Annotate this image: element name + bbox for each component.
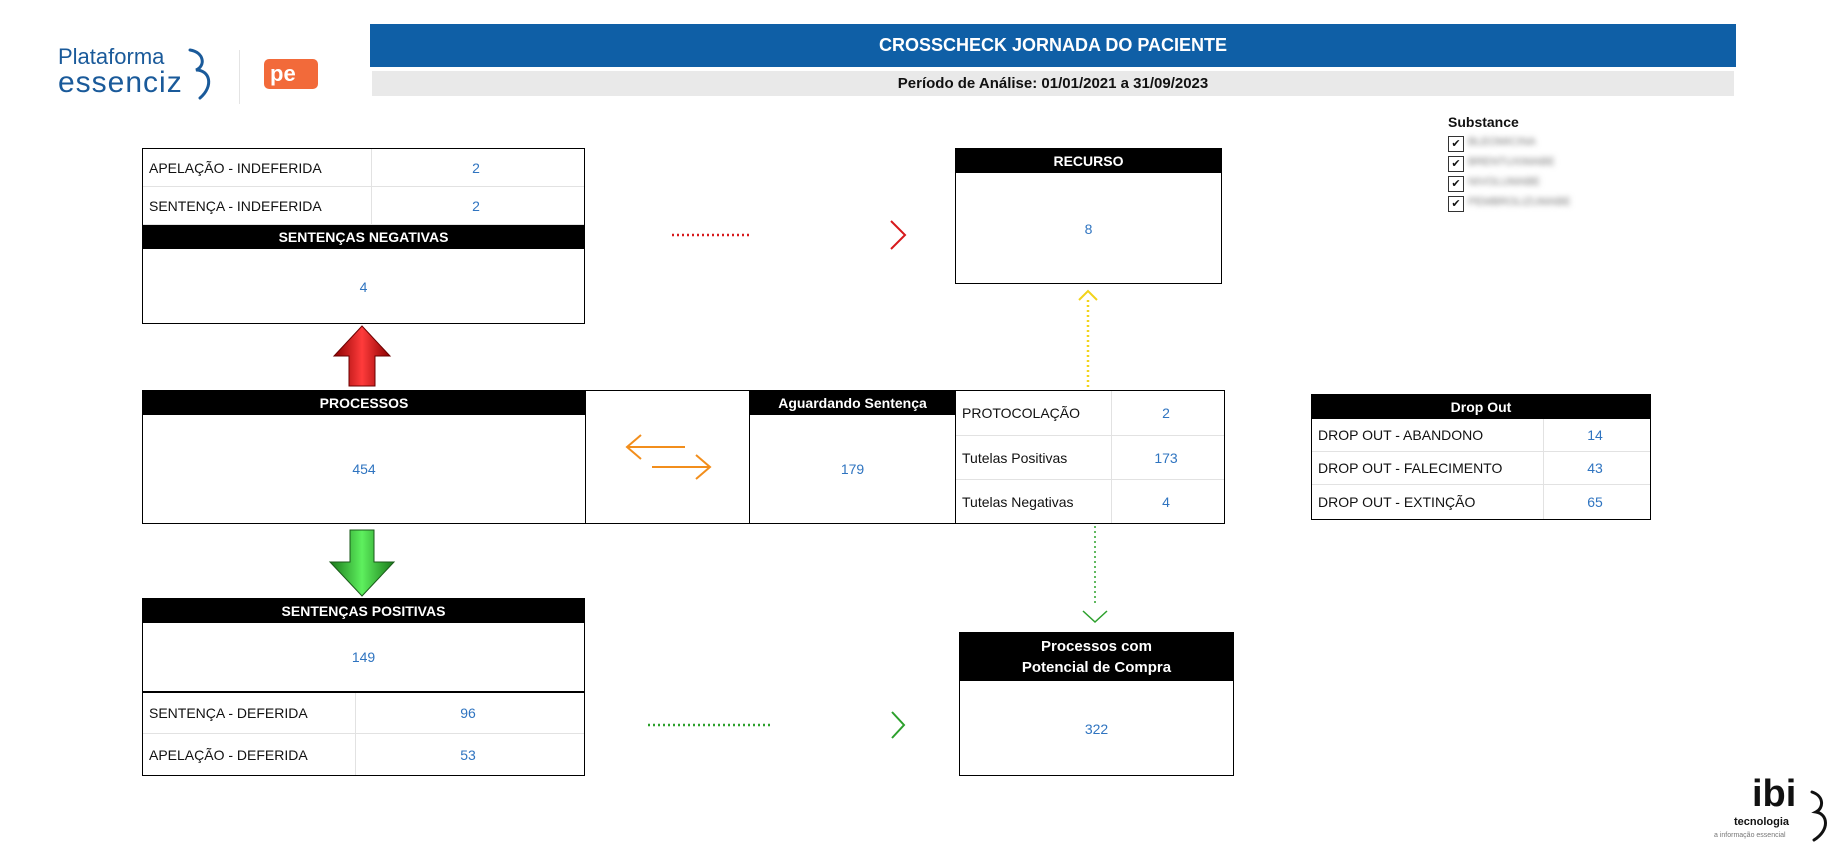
- column-divider: [1111, 391, 1112, 523]
- row-label: DROP OUT - FALECIMENTO: [1318, 460, 1503, 476]
- red-dotted-arrow-icon: [672, 220, 907, 250]
- row-value: 173: [1154, 449, 1178, 466]
- yellow-dotted-arrow-icon: [1078, 289, 1098, 388]
- positive-rulings-panel: SENTENÇAS POSITIVAS 149 SENTENÇA - DEFER…: [142, 598, 585, 776]
- processes-value: 454: [352, 461, 376, 477]
- substance-option-label: BRENTUXIMABE: [1468, 156, 1555, 168]
- ibi-tecnologia-logo: ibi tecnologia a informação essencial: [1714, 773, 1834, 846]
- row-label: Tutelas Negativas: [962, 494, 1074, 510]
- pe-badge-logo: pe: [264, 59, 318, 89]
- green-down-arrow-icon: [328, 529, 396, 597]
- positive-rulings-total: 149: [351, 649, 376, 665]
- table-row: SENTENÇA - INDEFERIDA 2: [143, 187, 584, 225]
- dropout-panel: Drop Out DROP OUT - ABANDONO 14 DROP OUT…: [1311, 394, 1651, 520]
- orange-bidirectional-arrows-icon: [625, 434, 712, 480]
- purchase-potential-value: 322: [1084, 721, 1109, 737]
- substance-filter: Substance ✔ BLEOMICINA ✔ BRENTUXIMABE ✔ …: [1448, 114, 1668, 214]
- row-label: APELAÇÃO - DEFERIDA: [149, 746, 308, 763]
- table-row: Tutelas Positivas 173: [956, 436, 1224, 480]
- row-label: DROP OUT - ABANDONO: [1318, 427, 1484, 443]
- green-dotted-down-arrow-icon: [1082, 526, 1108, 624]
- report-title-bar: CROSSCHECK JORNADA DO PACIENTE: [370, 24, 1736, 67]
- analysis-period: Período de Análise: 01/01/2021 a 31/09/2…: [897, 75, 1209, 92]
- table-row: APELAÇÃO - INDEFERIDA 2: [143, 149, 584, 187]
- row-value: 2: [1162, 405, 1170, 421]
- row-label: SENTENÇA - INDEFERIDA: [149, 197, 322, 214]
- ibi-logo-tagline: a informação essencial: [1714, 832, 1786, 839]
- awaiting-sentence-title: Aguardando Sentença: [750, 391, 955, 415]
- appeal-value: 8: [1084, 221, 1093, 237]
- purchase-potential-title: Processos com Potencial de Compra: [960, 633, 1233, 681]
- processes-title: PROCESSOS: [143, 391, 585, 415]
- ibi-logo-sub: tecnologia: [1734, 816, 1790, 828]
- row-label: APELAÇÃO - INDEFERIDA: [149, 159, 322, 176]
- checkbox-checked-icon[interactable]: ✔: [1448, 156, 1464, 172]
- row-label: DROP OUT - EXTINÇÃO: [1318, 494, 1476, 510]
- report-title: CROSSCHECK JORNADA DO PACIENTE: [878, 35, 1228, 55]
- appeal-title: RECURSO: [956, 149, 1221, 173]
- positive-rulings-title: SENTENÇAS POSITIVAS: [143, 599, 584, 623]
- row-label: Tutelas Positivas: [962, 449, 1068, 466]
- analysis-period-bar: Período de Análise: 01/01/2021 a 31/09/2…: [372, 71, 1734, 96]
- checkbox-checked-icon[interactable]: ✔: [1448, 136, 1464, 152]
- logo-line2: essenciz: [58, 66, 183, 99]
- column-divider: [1543, 419, 1544, 519]
- table-row: DROP OUT - ABANDONO 14: [1312, 419, 1650, 452]
- checkbox-checked-icon[interactable]: ✔: [1448, 176, 1464, 192]
- row-value: 14: [1587, 427, 1603, 443]
- row-label: SENTENÇA - DEFERIDA: [149, 705, 308, 721]
- logo-line1: Plataforma: [58, 44, 165, 69]
- negative-rulings-total: 4: [359, 279, 368, 295]
- purchase-potential-title-line1: Processos com: [1041, 638, 1152, 655]
- transition-panel: [585, 390, 750, 524]
- negative-rulings-title: SENTENÇAS NEGATIVAS: [143, 225, 584, 249]
- logo-swirl-icon: [188, 48, 211, 100]
- substance-filter-label: Substance: [1448, 114, 1519, 130]
- table-row: APELAÇÃO - DEFERIDA 53: [143, 734, 584, 775]
- row-value: 43: [1587, 460, 1603, 476]
- red-up-arrow-icon: [332, 325, 392, 387]
- plataforma-essenciz-logo: Plataforma essenciz: [58, 46, 228, 106]
- processes-panel: PROCESSOS 454: [142, 390, 586, 524]
- table-row: SENTENÇA - DEFERIDA 96: [143, 693, 584, 734]
- purchase-potential-panel: Processos com Potencial de Compra 322: [959, 632, 1234, 776]
- table-row: DROP OUT - EXTINÇÃO 65: [1312, 485, 1650, 519]
- green-dotted-arrow-icon: [648, 711, 906, 739]
- substance-option-label: NIVOLUMABE: [1468, 176, 1541, 188]
- table-row: DROP OUT - FALECIMENTO 43: [1312, 452, 1650, 485]
- row-label: PROTOCOLAÇÃO: [962, 405, 1080, 421]
- dropout-title: Drop Out: [1312, 395, 1650, 419]
- table-row: Tutelas Negativas 4: [956, 480, 1224, 524]
- table-row: PROTOCOLAÇÃO 2: [956, 391, 1224, 436]
- row-value: 53: [460, 746, 476, 763]
- awaiting-sentence-panel: Aguardando Sentença 179: [749, 390, 956, 524]
- row-value: 65: [1587, 494, 1603, 510]
- awaiting-breakdown-table: PROTOCOLAÇÃO 2 Tutelas Positivas 173 Tut…: [955, 390, 1225, 524]
- logo-divider: [239, 50, 240, 104]
- purchase-potential-title-line2: Potencial de Compra: [1021, 659, 1172, 676]
- checkbox-checked-icon[interactable]: ✔: [1448, 196, 1464, 212]
- row-value: 2: [472, 159, 480, 176]
- awaiting-sentence-value: 179: [840, 461, 865, 477]
- negative-rulings-panel: APELAÇÃO - INDEFERIDA 2 SENTENÇA - INDEF…: [142, 148, 585, 324]
- ibi-logo-main: ibi: [1752, 773, 1797, 815]
- section-divider: [143, 691, 584, 693]
- row-value: 4: [1162, 494, 1170, 510]
- ibi-swirl-icon: [1810, 790, 1827, 842]
- column-divider: [355, 693, 356, 775]
- appeal-panel: RECURSO 8: [955, 148, 1222, 284]
- substance-option-label: BLEOMICINA: [1468, 136, 1536, 148]
- column-divider: [371, 149, 372, 225]
- row-value: 2: [472, 197, 480, 214]
- pe-badge-text: pe: [270, 61, 296, 86]
- substance-option-label: PEMBROLIZUMABE: [1468, 196, 1571, 208]
- row-value: 96: [460, 705, 476, 721]
